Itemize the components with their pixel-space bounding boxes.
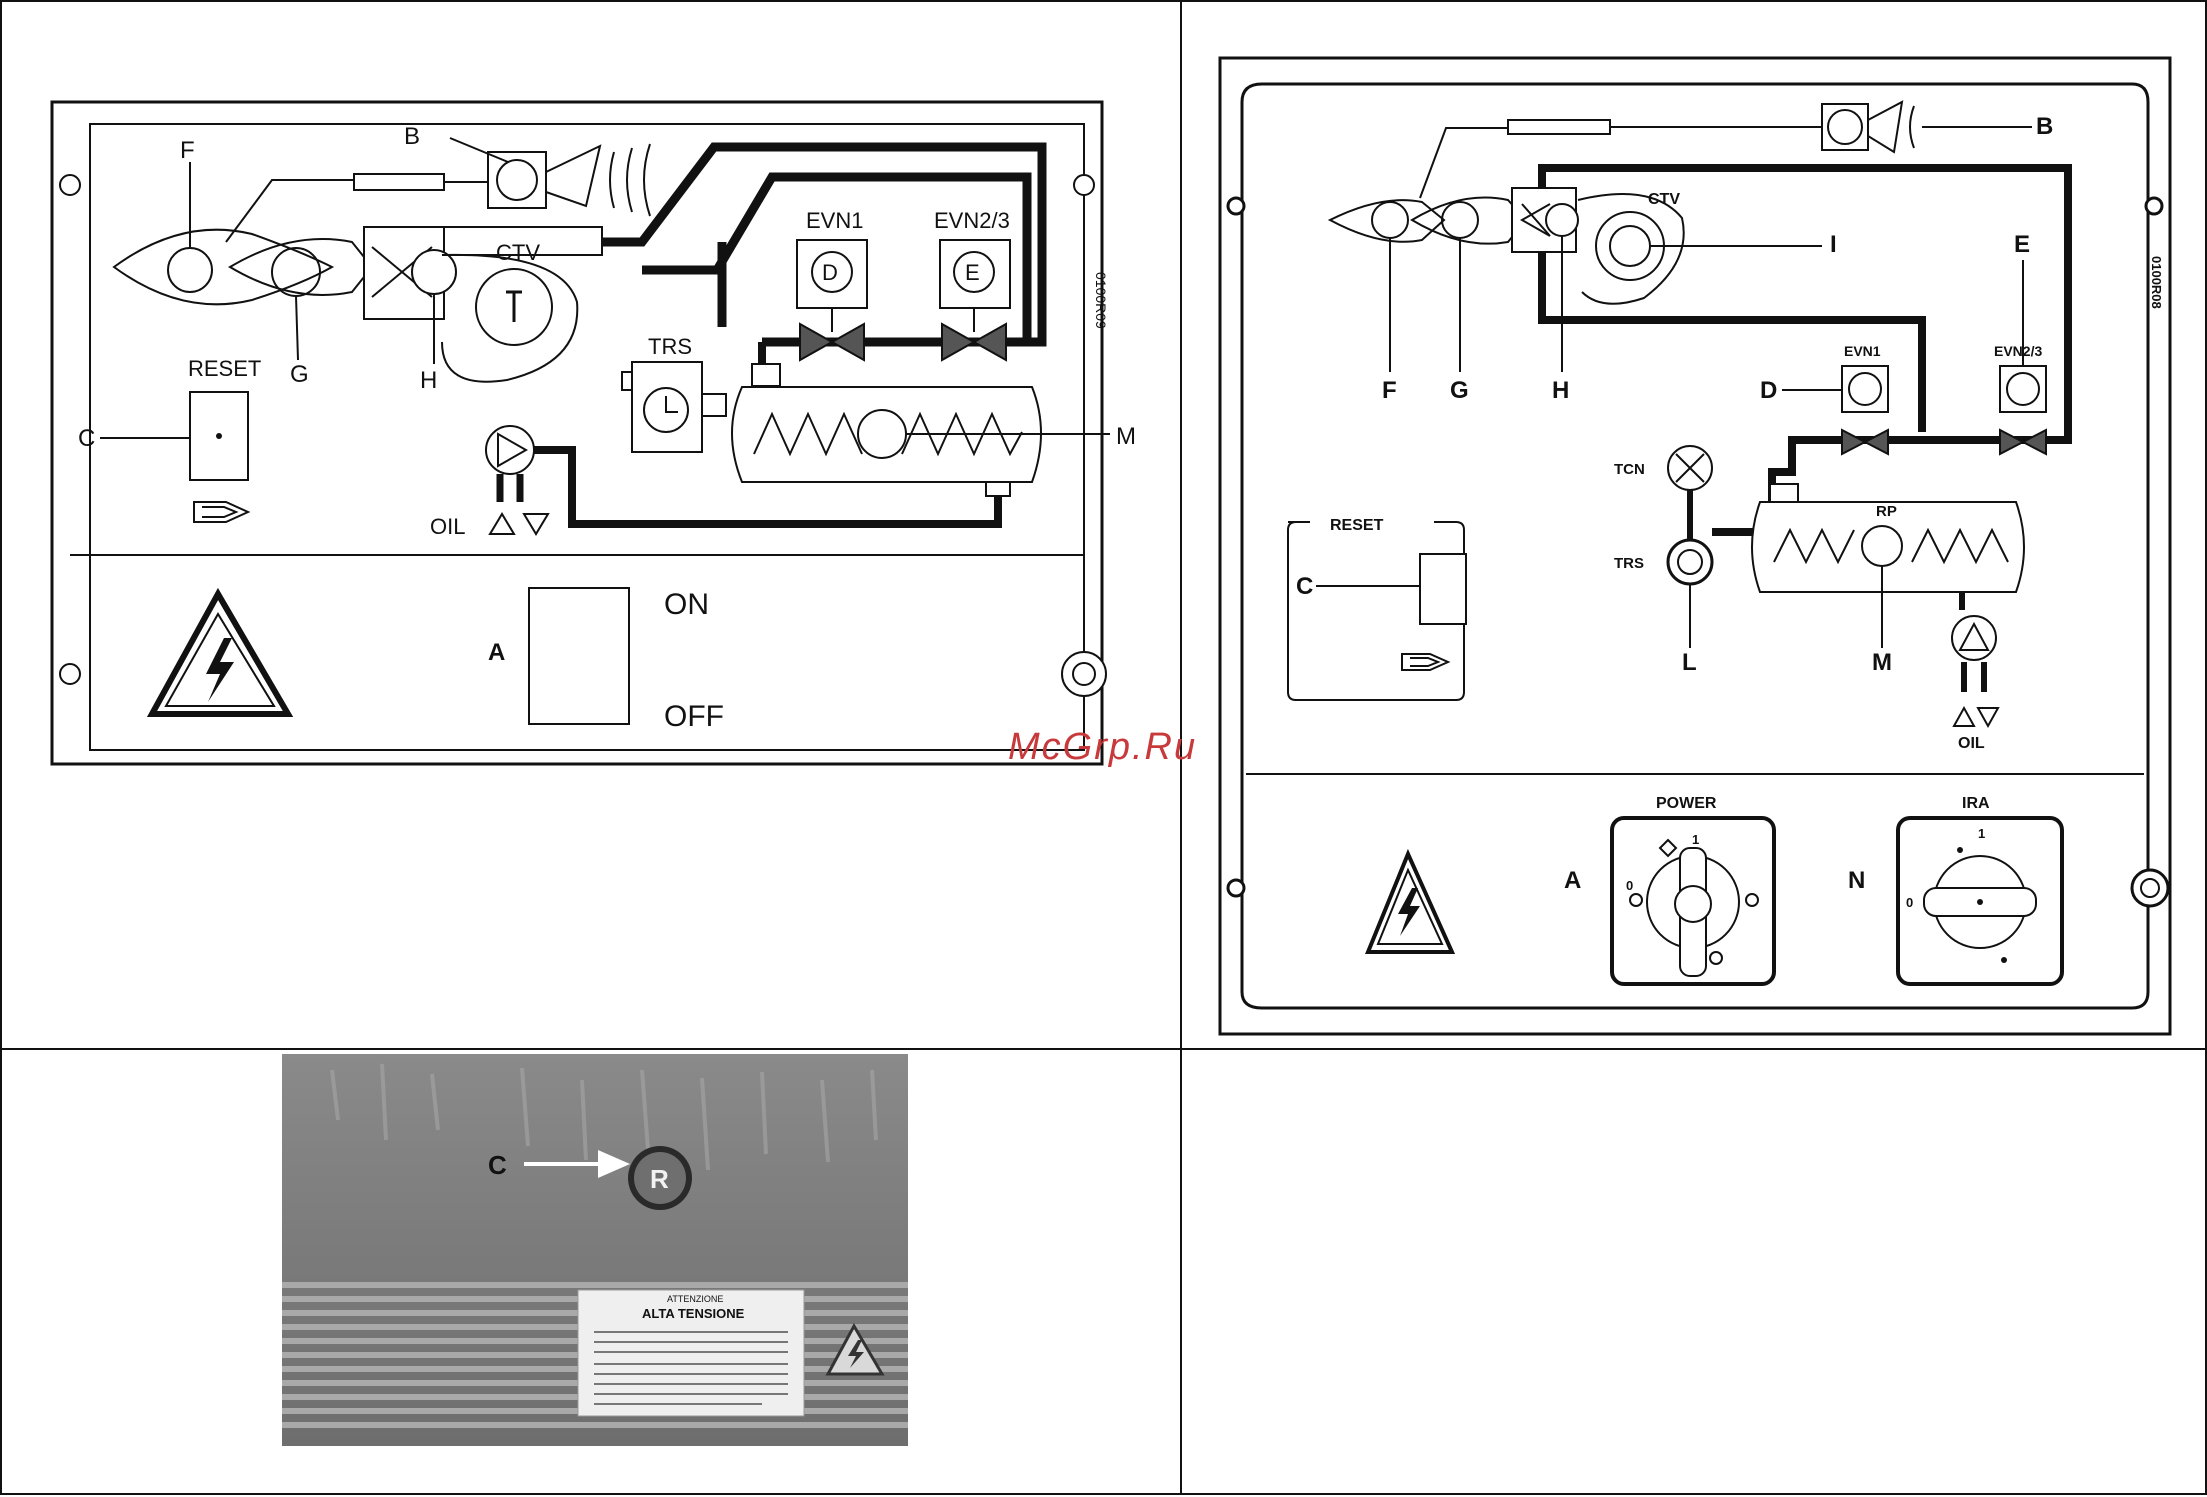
label-power: POWER [1656, 795, 1717, 812]
reset-button-photo: ATTENZIONE ALTA TENSIONE R C [2, 1050, 1184, 1497]
label-c: C [78, 425, 95, 452]
label-evn1: EVN1 [806, 208, 863, 233]
label-g: G [1450, 377, 1469, 404]
photocell-f-icon [1372, 202, 1408, 238]
heater-m-icon [1862, 526, 1902, 566]
label-evn1: EVN1 [1844, 343, 1881, 359]
label-oil: OIL [430, 514, 465, 539]
label-reset: RESET [188, 356, 261, 381]
valve-evn23-icon [2000, 430, 2046, 454]
fan-ctv-icon [442, 255, 577, 382]
label-trs: TRS [1614, 555, 1644, 572]
fan-ctv-icon [1578, 194, 1684, 304]
label-a: A [488, 639, 505, 666]
label-f: F [1382, 377, 1397, 404]
watermark: McGrp.Ru [1008, 726, 1197, 769]
flame-inner-icon [230, 239, 372, 295]
motor-h-icon [412, 250, 456, 294]
label-trs: TRS [648, 334, 692, 359]
label-g: G [290, 361, 309, 388]
label-h: H [420, 367, 437, 394]
label-ctv: CTV [1648, 191, 1680, 208]
motor-h-icon [1546, 204, 1578, 236]
empty-cell [1180, 1048, 2207, 1495]
ira-position-0: 0 [1906, 895, 1913, 910]
label-reset: RESET [1330, 517, 1384, 534]
panel-1-diagram: B F G H C M D E A CTV EVN1 EVN2/3 TRS RE… [2, 2, 1184, 1052]
reset-button-letter: R [650, 1164, 669, 1194]
panel-1-cell: B F G H C M D E A CTV EVN1 EVN2/3 TRS RE… [0, 0, 1182, 1050]
label-b: B [404, 123, 420, 150]
heater-m-icon [858, 410, 906, 458]
flame-outer-icon [1330, 200, 1444, 242]
label-e: E [965, 260, 980, 285]
label-tcn: TCN [1614, 461, 1645, 478]
photo-cell: ATTENZIONE ALTA TENSIONE R C [0, 1048, 1182, 1495]
label-m: M [1116, 423, 1136, 450]
label-l: L [1682, 649, 1697, 676]
power-position-0: 0 [1626, 878, 1633, 893]
photocell-f-icon [168, 248, 212, 292]
label-e: E [2014, 231, 2030, 258]
valve-evn1-icon [1842, 430, 1888, 454]
label-on: ON [664, 588, 709, 621]
burner-flame-symbol-icon [194, 502, 248, 522]
panel-2-cell: B F G H I E D C L M A N CTV EVN1 EVN2/3 … [1180, 0, 2207, 1050]
label-c: C [1296, 573, 1313, 600]
label-evn2: EVN2/3 [934, 208, 1010, 233]
photocell-g-icon [272, 248, 320, 296]
ira-position-1: 1 [1978, 826, 1985, 841]
label-d: D [822, 260, 838, 285]
burner-flame-symbol-icon [1402, 654, 1448, 670]
horn-icon [546, 146, 600, 206]
main-switch-a[interactable] [529, 588, 629, 724]
label-ctv: CTV [496, 240, 540, 265]
reset-button-c[interactable] [1420, 554, 1466, 624]
label-evn23: EVN2/3 [1994, 343, 2042, 359]
label-b: B [2036, 113, 2053, 140]
label-off: OFF [664, 700, 724, 733]
sticker-heading: ATTENZIONE [667, 1294, 723, 1304]
label-f: F [180, 137, 195, 164]
power-position-1: 1 [1692, 832, 1699, 847]
label-oil: OIL [1958, 735, 1985, 752]
label-d: D [1760, 377, 1777, 404]
oil-flow-arrows-icon [490, 514, 548, 534]
horn-icon [1868, 102, 1902, 152]
label-i: I [1830, 231, 1837, 258]
label-m: M [1872, 649, 1892, 676]
panel-2-diagram: B F G H I E D C L M A N CTV EVN1 EVN2/3 … [1182, 2, 2207, 1052]
sticker-title: ALTA TENSIONE [642, 1306, 745, 1321]
oil-flow-arrows-icon [1954, 708, 1998, 726]
label-h: H [1552, 377, 1569, 404]
label-n: N [1848, 867, 1865, 894]
drawing-code: 0100R08 [2149, 256, 2164, 309]
photocell-g-icon [1442, 202, 1478, 238]
label-ira: IRA [1962, 795, 1990, 812]
drawing-code: 0100R09 [1093, 272, 1109, 329]
label-c: C [488, 1150, 507, 1180]
label-a: A [1564, 867, 1581, 894]
label-rp: RP [1876, 503, 1897, 520]
